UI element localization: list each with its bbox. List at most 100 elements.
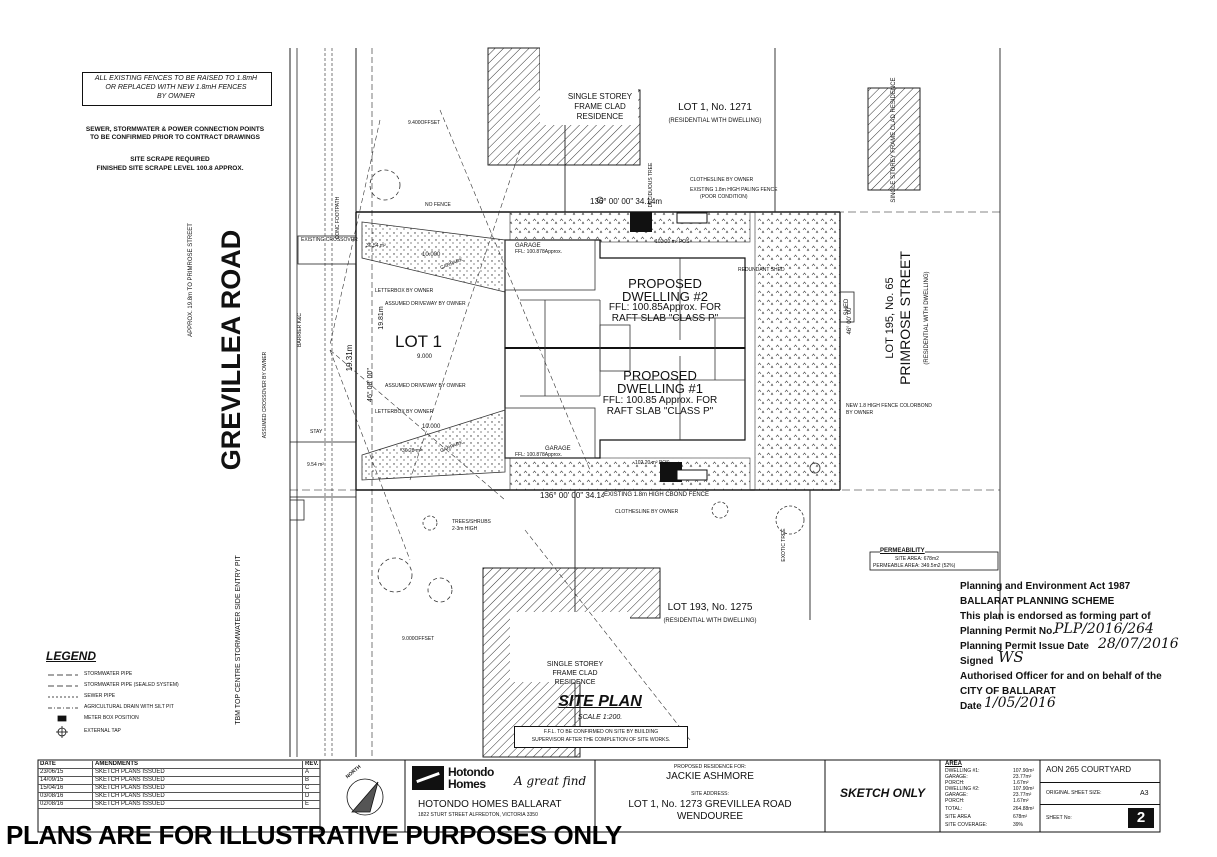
signature-handwritten: WS xyxy=(998,648,1024,666)
brand-line-1: Hotondo xyxy=(448,765,494,779)
dec-tree-label: DECIDUOUS TREE xyxy=(648,162,654,207)
clothesline-top-label: CLOTHESLINE BY OWNER xyxy=(690,177,754,183)
area-label: TOTAL: xyxy=(945,806,963,812)
area-value: 1.67m² xyxy=(1013,798,1029,804)
planning-line-3: This plan is endorsed as forming part of xyxy=(960,611,1151,622)
survey-lines xyxy=(329,109,691,741)
residence-right xyxy=(867,87,921,191)
amendment-row: 02/08/16 SKETCH PLANS ISSUED E xyxy=(38,801,320,809)
assumed-crossover-box xyxy=(289,441,357,498)
legend-item-2: SEWER PIPE xyxy=(84,693,116,699)
amendment-rev: D xyxy=(305,793,310,799)
driveway-2: ASSUMED DRIVEWAY BY OWNER xyxy=(385,383,466,389)
dw2-line-2: DWELLING #2 xyxy=(622,289,708,304)
dw1-line-3: FFL: 100.85 Approx. FOR xyxy=(602,395,718,406)
amendment-text: SKETCH PLANS ISSUED xyxy=(93,777,303,784)
trees xyxy=(369,169,821,603)
area-label: DWELLING #2: xyxy=(945,786,980,792)
amendment-text: SKETCH PLANS ISSUED xyxy=(93,785,303,792)
existing-crossover-box xyxy=(297,235,357,265)
assumed-crossover-label: ASSUMED CROSSOVER BY OWNER xyxy=(262,351,268,438)
res-bot-line-3: RESIDENCE xyxy=(554,679,596,686)
scrape-note-2: FINISHED SITE SCRAPE LEVEL 100.8 APPROX. xyxy=(96,165,244,172)
offset-bottom: 9.000OFFSET xyxy=(402,636,435,642)
dw2-line-1: PROPOSED xyxy=(628,276,702,291)
letterbox-1: LETTERBOX BY OWNER xyxy=(375,288,434,294)
yard-right xyxy=(754,211,841,491)
sewer-note-2: TO BE CONFIRMED PRIOR TO CONTRACT DRAWIN… xyxy=(90,134,260,141)
ffl-note-box: F.F.L. TO BE CONFIRMED ON SITE BY BUILDI… xyxy=(514,726,688,748)
dim-1931: 19.31m xyxy=(345,344,354,371)
permeability-title: PERMEABILITY xyxy=(880,548,925,554)
permeability-line1: SITE AREA: 678m2 xyxy=(895,556,939,562)
site-address-label: SITE ADDRESS: xyxy=(691,791,729,797)
job-name: AON 265 COURTYARD xyxy=(1046,765,1132,774)
crossover-label: EXISTING CROSSOVER xyxy=(301,237,358,243)
approx-primrose-label: APPROX. 19.8m TO PRIMROSE STREET xyxy=(188,223,194,337)
amendment-date: 15/04/16 xyxy=(38,785,93,792)
header-rev: REV. xyxy=(305,761,319,767)
lot195-label: LOT 195, No. 65 xyxy=(884,277,896,358)
area-value: 39% xyxy=(1013,822,1024,828)
sewer-note-1: SEWER, STORMWATER & POWER CONNECTION POI… xyxy=(85,126,265,133)
clothesline-top xyxy=(676,212,708,224)
area-3628: *36.28 m² xyxy=(400,448,422,454)
area-value: 1.67m² xyxy=(1013,780,1029,786)
driveway-1: ASSUMED DRIVEWAY BY OWNER xyxy=(385,301,466,307)
interior-walls xyxy=(504,239,745,459)
area-label: SITE AREA xyxy=(945,814,971,820)
area-title: AREA xyxy=(945,761,963,767)
date-handwritten: 1/05/2016 xyxy=(984,695,1056,711)
redundant-shed: REDUNDANT SHED xyxy=(738,267,785,273)
site-address-1: LOT 1, No. 1273 GREVILLEA ROAD xyxy=(628,799,792,810)
north-arrow xyxy=(346,778,384,816)
area-label: PORCH: xyxy=(945,780,965,786)
barrier-label: BARRIER K&C xyxy=(297,313,303,347)
permeability-box xyxy=(869,551,999,571)
legend-item-5: EXTERNAL TAP xyxy=(84,728,121,734)
lot1275-label: LOT 193, No. 1275 xyxy=(667,602,753,613)
amendment-text: SKETCH PLANS ISSUED xyxy=(93,801,303,808)
amendment-text: SKETCH PLANS ISSUED xyxy=(93,793,303,800)
dw1-line-4: RAFT SLAB "CLASS P" xyxy=(606,406,714,417)
area-label: GARAGE: xyxy=(945,792,968,798)
site-plan-scale: SCALE 1:200. xyxy=(577,714,623,721)
no-fence: NO FENCE xyxy=(425,202,451,208)
site-address-2: WENDOUREE xyxy=(676,811,744,822)
tbm-pit xyxy=(289,499,305,521)
planning-line-8: CITY OF BALLARAT xyxy=(960,686,1056,697)
ffl-note-1: F.F.L. TO BE CONFIRMED ON SITE BY BUILDI… xyxy=(543,729,659,735)
letterbox-2: LETTERBOX BY OWNER xyxy=(375,409,434,415)
shed-label: SHED xyxy=(844,298,850,315)
amendment-row: 23/06/15 SKETCH PLANS ISSUED A xyxy=(38,769,320,777)
legend-item-1: STORMWATER PIPE (SEALED SYSTEM) xyxy=(84,682,179,688)
pos-top: 102.20 m² POS xyxy=(655,239,690,245)
dw1-line-2: DWELLING #1 xyxy=(617,381,703,396)
lot1271-sub: (RESIDENTIAL WITH DWELLING) xyxy=(668,118,762,124)
sheet-no-label: SHEET No: xyxy=(1046,815,1072,821)
planning-stamp: Planning and Environment Act 1987 BALLAR… xyxy=(958,580,1208,720)
amendments-header: DATE AMENDMENTS REV. xyxy=(38,761,320,769)
scrape-note-1: SITE SCRAPE REQUIRED xyxy=(130,156,210,163)
stay-label: STAY xyxy=(310,429,323,435)
area-label: SITE COVERAGE: xyxy=(945,822,988,828)
planning-line-9: Date xyxy=(960,701,982,712)
dim-10000b: 10.000 xyxy=(422,424,441,430)
area-954: 9.54 m² xyxy=(307,462,324,468)
sketch-only: SKETCH ONLY xyxy=(839,786,926,800)
primrose-street-label: PRIMROSE STREET xyxy=(897,251,913,385)
fence-note-3: BY OWNER xyxy=(157,93,195,100)
bottom-fence-label: EXISTING 1.8m HIGH CBOND FENCE xyxy=(604,492,710,498)
dw2-line-4: RAFT SLAB "CLASS P" xyxy=(611,313,719,324)
amendment-rev: C xyxy=(305,785,310,791)
amendment-date: 14/09/15 xyxy=(38,777,93,784)
bearing-bottom: 136° 00' 00" 34.14m xyxy=(540,491,613,500)
planning-line-4: Planning Permit No. xyxy=(960,626,1056,637)
planning-line-2: BALLARAT PLANNING SCHEME xyxy=(960,596,1115,607)
angle-right: 46° 00' 00" xyxy=(847,305,853,334)
proposed-for-label: PROPOSED RESIDENCE FOR: xyxy=(673,764,747,770)
amendment-rev: E xyxy=(305,801,310,807)
garage-top-label: GARAGE xyxy=(515,243,541,249)
titleblock-frame xyxy=(37,759,1161,833)
